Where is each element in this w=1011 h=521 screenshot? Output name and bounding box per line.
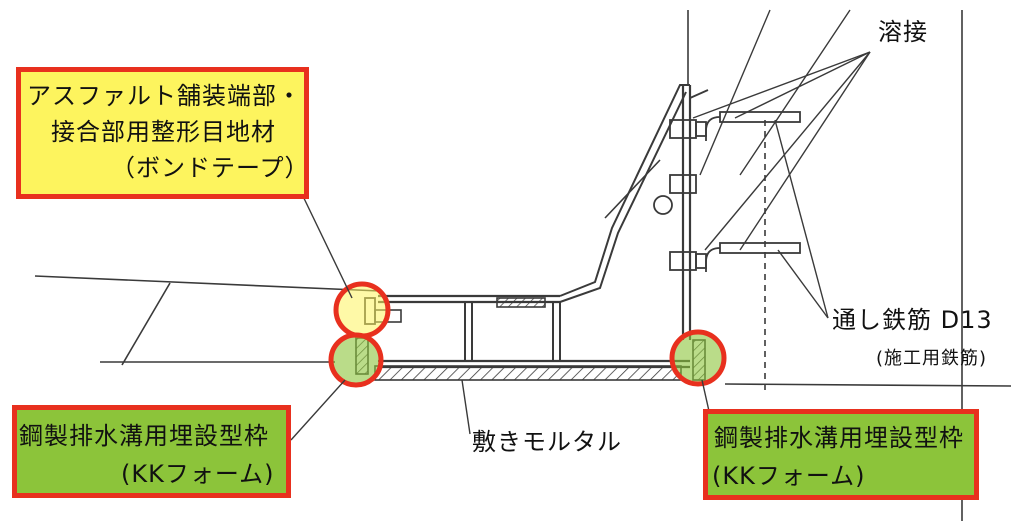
pavement-slope-line [121,282,171,366]
leader-weld-1 [692,51,871,119]
leader-bond-tape [299,189,353,299]
welding-label: 溶接 [878,18,928,46]
kk-form-left-label-box: 鋼製排水溝用埋設型枠 (KKフォーム) [12,405,291,498]
leader-form-left [290,379,346,441]
kk-form-right-label-line1: 鋼製排水溝用埋設型枠 [714,424,964,452]
highlight-form-right [669,329,727,387]
leader-rebar-2 [777,249,829,319]
anchor-hook-lower [705,247,721,272]
highlight-form-left [328,332,384,388]
anchor-hook-upper [705,116,721,141]
mortar-label: 敷きモルタル [472,428,622,456]
leader-diagonal [699,9,771,176]
leader-rebar-1 [774,119,829,319]
leader-weld-4 [739,51,871,251]
bond-tape-label-line2: 接合部用整形目地材 [51,118,276,146]
anchor-bar-upper [719,111,801,123]
rebar-label: 通し鉄筋 D13 [832,306,993,334]
pavement-surface-line [34,275,381,292]
bond-tape-label-line3: （ボンドテープ） [111,154,310,182]
bolt-nut-5 [695,253,707,269]
mortar-bed [374,365,682,381]
leader-weld-3 [704,51,871,251]
anchor-bar-lower [719,242,801,254]
lifting-hook [689,89,709,99]
leader-mortar [461,379,471,435]
bolt-head-mid [653,195,673,215]
cover-plate-hatch [496,297,546,308]
bolt-nut-2 [695,121,707,137]
kk-form-right-label-line2: (KKフォーム) [712,462,866,490]
kk-form-right-label-box: 鋼製排水溝用埋設型枠 (KKフォーム) [703,409,979,500]
kk-form-left-label-line1: 鋼製排水溝用埋設型枠 [19,422,269,450]
bond-tape-label-line1: アスファルト舗装端部・ [27,82,302,110]
highlight-joint-tape [333,281,391,339]
leader-weld-2 [734,51,871,119]
bond-tape-label-box: アスファルト舗装端部・ 接合部用整形目地材 （ボンドテープ） [16,67,309,199]
ground-line-right [724,383,1011,387]
leader-diagonal-2 [739,9,851,176]
brace-line [604,159,661,219]
bolt-nut-3 [669,174,697,194]
kk-form-left-label-line2: (KKフォーム) [121,460,275,488]
side-wall-inner [559,91,687,303]
rebar-note-label: (施工用鉄筋) [876,348,988,369]
